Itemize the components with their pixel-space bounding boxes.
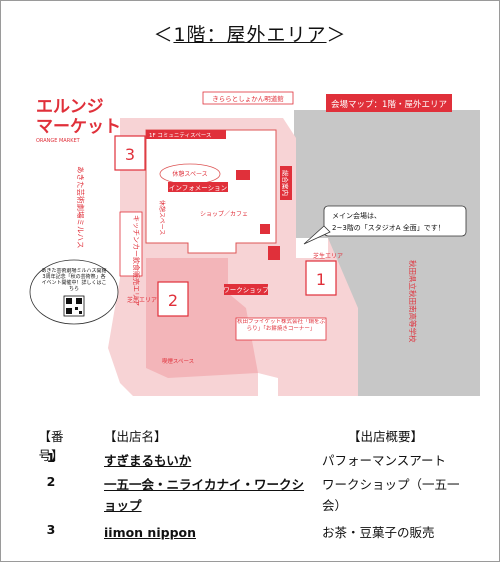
row-summary: お茶・豆菓子の販売 bbox=[322, 525, 435, 540]
general-reception-label: 総合案内 bbox=[281, 170, 290, 196]
stairs-icon bbox=[268, 246, 280, 260]
top-road bbox=[202, 91, 294, 105]
main-venue-callout bbox=[323, 205, 467, 237]
community-space-label: 1F コミュニティスペース bbox=[149, 132, 211, 139]
rest-space-1-label: 休憩スペース bbox=[172, 170, 207, 178]
block-1[interactable] bbox=[305, 260, 337, 296]
header-shop-name: 【出店名】 bbox=[104, 429, 167, 444]
festival-corner-label: 秋田ブライケット株式会社「鍋をぶらり」「お餅焼きコーナー」 bbox=[237, 319, 325, 332]
right-school-label: 秋田県立秋田南高等学校 bbox=[408, 260, 418, 343]
map-title-box bbox=[326, 94, 452, 112]
header-summary: 【出店概要】 bbox=[348, 429, 424, 444]
promo-bubble bbox=[29, 259, 119, 325]
left-building-label: あきた芸術劇場ミルハス bbox=[76, 166, 86, 249]
lawn-area-1-label: 芝生エリア bbox=[313, 252, 343, 260]
callout-text-1: メイン会場は、 bbox=[332, 211, 381, 220]
logo-sub: ORANGE MARKET bbox=[36, 138, 81, 144]
shop-link[interactable]: すぎまるもいか bbox=[104, 453, 192, 468]
venue-map: 3 2 1 キッチンカー飲食販売エリア あきた芸術劇場ミルハス 秋田県立秋田南高… bbox=[29, 91, 480, 396]
shop-link[interactable]: 一五一会・ニライカナイ・ワークショップ bbox=[104, 477, 305, 513]
kitchen-car-area bbox=[119, 211, 143, 277]
block-3-label: 3 bbox=[125, 145, 135, 164]
shop-link[interactable]: iimon nippon bbox=[104, 525, 196, 540]
kitchen-car-label: キッチンカー飲食販売エリア bbox=[132, 215, 141, 306]
elevator-icon bbox=[260, 224, 270, 234]
row-summary: ワークショップ（一五一会） bbox=[322, 477, 460, 513]
block-3[interactable] bbox=[114, 135, 146, 171]
logo-line-1: エルンジ bbox=[36, 97, 104, 117]
map-title: 会場マップ：1階・屋外エリア bbox=[331, 99, 447, 110]
callout-pointer bbox=[303, 225, 331, 245]
promo-text-wrap: あきた芸術劇場ミルハス開館3周年記念「秋の芸術祭」各イベント開催中！詳しくはこち… bbox=[41, 268, 107, 292]
row-number: 2 bbox=[46, 474, 56, 489]
festival-corner-wrap: 秋田ブライケット株式会社「鍋をぶらり」「お餅焼きコーナー」 bbox=[237, 319, 325, 332]
rest-space-2-label: 休憩スペース bbox=[158, 200, 166, 235]
block-2[interactable] bbox=[157, 281, 189, 317]
logo-line-2: マーケット bbox=[36, 117, 121, 137]
title-bracket-open: ＜ bbox=[153, 24, 174, 46]
row-number: 3 bbox=[46, 522, 56, 537]
information-box bbox=[168, 182, 228, 192]
festival-corner-box bbox=[235, 317, 327, 341]
smoking-space-label: 喫煙スペース bbox=[162, 357, 194, 365]
lawn-area-2-label: 芝生エリア bbox=[127, 296, 157, 304]
title-text: 1階：屋外エリア bbox=[173, 24, 327, 46]
page-title: ＜1階：屋外エリア＞ bbox=[0, 20, 500, 47]
toilet-icon bbox=[236, 170, 250, 180]
block-2-label: 2 bbox=[168, 291, 178, 310]
block-1-label: 1 bbox=[316, 270, 326, 289]
information-label: インフォメーション bbox=[169, 184, 227, 192]
callout-text-2: 2~3階の「スタジオA 全面」です！ bbox=[332, 223, 445, 232]
shop-cafe-label: ショップ／カフェ bbox=[200, 211, 248, 218]
title-bracket-close: ＞ bbox=[326, 24, 347, 46]
general-reception-box bbox=[280, 166, 292, 200]
row-number: 1 bbox=[46, 450, 56, 465]
row-summary: パフォーマンスアート bbox=[322, 453, 447, 468]
header-number: 【番号】 bbox=[38, 429, 64, 463]
promo-text: あきた芸術劇場ミルハス開館3周年記念「秋の芸術祭」各イベント開催中！詳しくはこち… bbox=[41, 268, 107, 292]
workshop-box bbox=[224, 284, 268, 295]
top-road-label: きららとしょかん明道館 bbox=[212, 94, 284, 103]
community-space bbox=[146, 130, 226, 139]
qr-code-icon[interactable] bbox=[63, 295, 85, 317]
workshop-label: ワークショップ bbox=[223, 286, 269, 294]
